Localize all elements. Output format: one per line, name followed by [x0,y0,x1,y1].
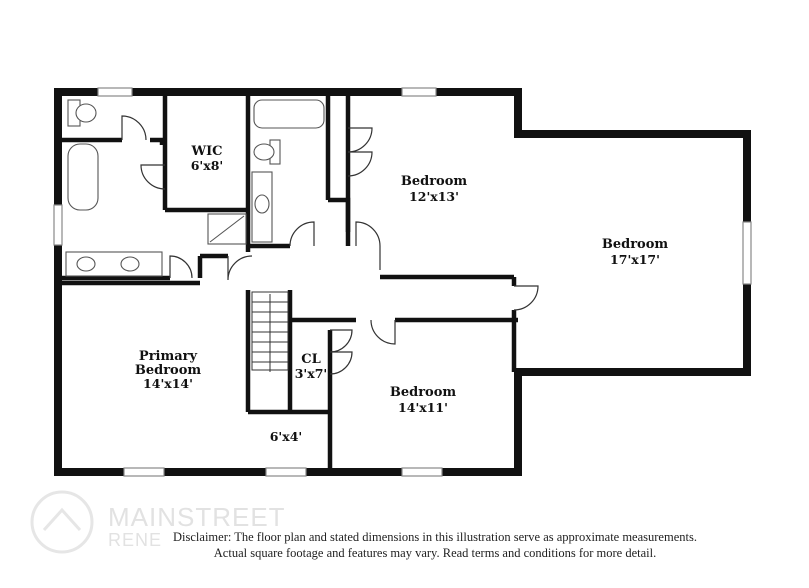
bedroom-top-label: Bedroom [401,174,468,189]
bathtub-icon [67,143,99,211]
bedroom-top-dimensions: 12'x13' [409,189,459,204]
vanity-icon [65,251,163,277]
window [742,221,752,285]
closet-dimensions: 3'x7' [295,366,328,381]
bedroom-right-label: Bedroom [602,237,669,252]
door-swing [227,255,253,281]
doors [121,115,539,375]
primary-bedroom-dimensions: 14'x14' [143,376,193,391]
wic-dimensions: 6'x8' [191,158,224,173]
interior-walls [62,96,518,468]
door-swing [140,164,166,190]
door-swing [355,221,381,247]
window [401,87,437,97]
door-swing [370,319,396,345]
bathtub-icon [253,99,325,129]
bedroom-right-dimensions: 17'x17' [610,252,660,267]
room-labels: WIC 6'x8' Bedroom 12'x13' Bedroom 17'x17… [135,144,669,444]
door-swing [169,255,193,279]
toilet-icon [253,143,275,161]
toilet-icon [75,103,97,123]
shower-icon [209,215,245,243]
primary-bedroom-label-line2: Bedroom [135,363,202,378]
door-swing [329,351,353,375]
disclaimer-line1: Disclaimer: The floor plan and stated di… [173,530,697,544]
bedroom-bottom-label: Bedroom [390,385,457,400]
staircase-icon [251,291,289,372]
window [97,87,133,97]
window [401,467,443,477]
disclaimer-line2: Actual square footage and features may v… [213,546,657,560]
landing-dimensions: 6'x4' [270,429,303,444]
window [53,204,63,246]
window [123,467,165,477]
door-swing [347,151,373,177]
bedroom-bottom-dimensions: 14'x11' [398,400,448,415]
sink-icon [120,256,140,272]
watermark-logo-icon [30,490,94,554]
watermark-sub: RENE [108,530,163,550]
wic-label: WIC [190,144,222,159]
door-swing [121,115,147,141]
fixtures [65,99,325,277]
door-swing [289,221,315,247]
sink-icon [254,194,270,214]
primary-bedroom-label-line1: Primary [139,349,198,364]
door-swing [329,329,353,353]
watermark-brand: MAINSTREET [108,502,286,532]
closet-label: CL [301,352,321,367]
windows [53,87,752,477]
door-swing [513,285,539,311]
door-swing [347,127,373,153]
window [265,467,307,477]
sink-icon [76,256,96,272]
